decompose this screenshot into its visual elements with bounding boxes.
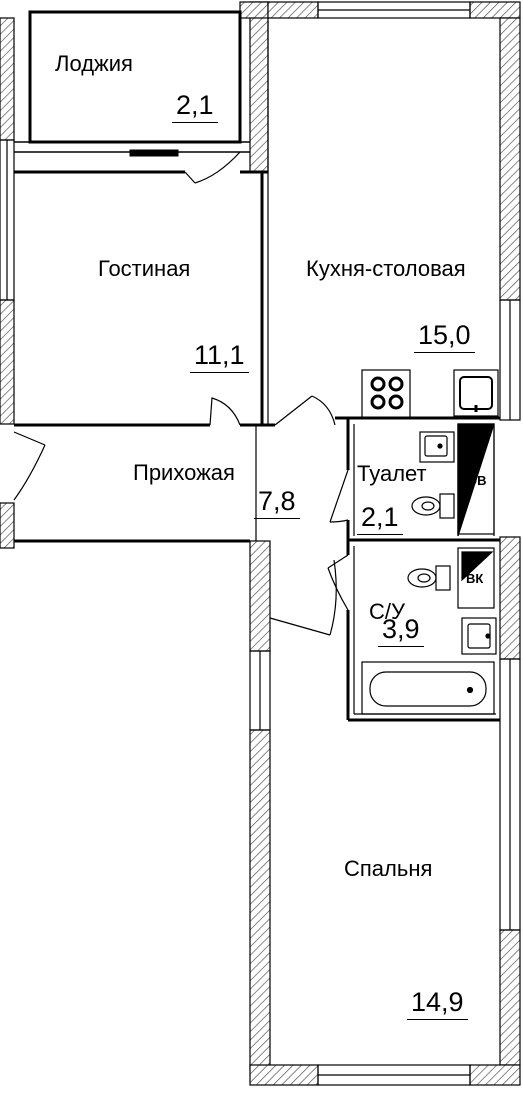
room-name-kitchen: Кухня-столовая xyxy=(306,256,466,281)
kitchen-sink-icon xyxy=(453,369,499,417)
windows xyxy=(0,1,521,1086)
bathtub-icon xyxy=(361,661,495,715)
room-name-hall: Прихожая xyxy=(133,460,235,485)
shaft-ov-label: ОВ xyxy=(467,473,487,488)
room-area-hall: 7,8 xyxy=(254,486,300,519)
stove-icon xyxy=(361,369,411,419)
doors xyxy=(13,151,349,636)
shaft-ov-icon xyxy=(457,423,495,537)
shaft-vk-icon xyxy=(457,547,495,609)
bathroom-toilet-icon xyxy=(407,565,451,591)
loggia-outline xyxy=(14,10,250,157)
washbasin-icon xyxy=(419,431,455,463)
room-area-loggia: 2,1 xyxy=(172,90,218,123)
bathroom-basin-icon xyxy=(461,617,497,655)
room-area-living: 11,1 xyxy=(190,340,249,373)
room-area-toilet: 2,1 xyxy=(357,502,403,535)
toilet-icon xyxy=(411,493,455,519)
room-name-bath: С/У xyxy=(369,599,405,624)
room-area-bath: 3,9 xyxy=(378,614,424,647)
exterior-walls xyxy=(0,1,521,1086)
room-name-loggia: Лоджия xyxy=(55,51,133,76)
room-area-bedroom: 14,9 xyxy=(407,987,468,1020)
room-area-kitchen: 15,0 xyxy=(414,320,475,353)
shaft-vk-label: ВК xyxy=(466,571,484,586)
room-name-bedroom: Спальня xyxy=(344,856,433,881)
room-name-living: Гостиная xyxy=(98,256,191,281)
room-name-toilet: Туалет xyxy=(357,461,427,486)
